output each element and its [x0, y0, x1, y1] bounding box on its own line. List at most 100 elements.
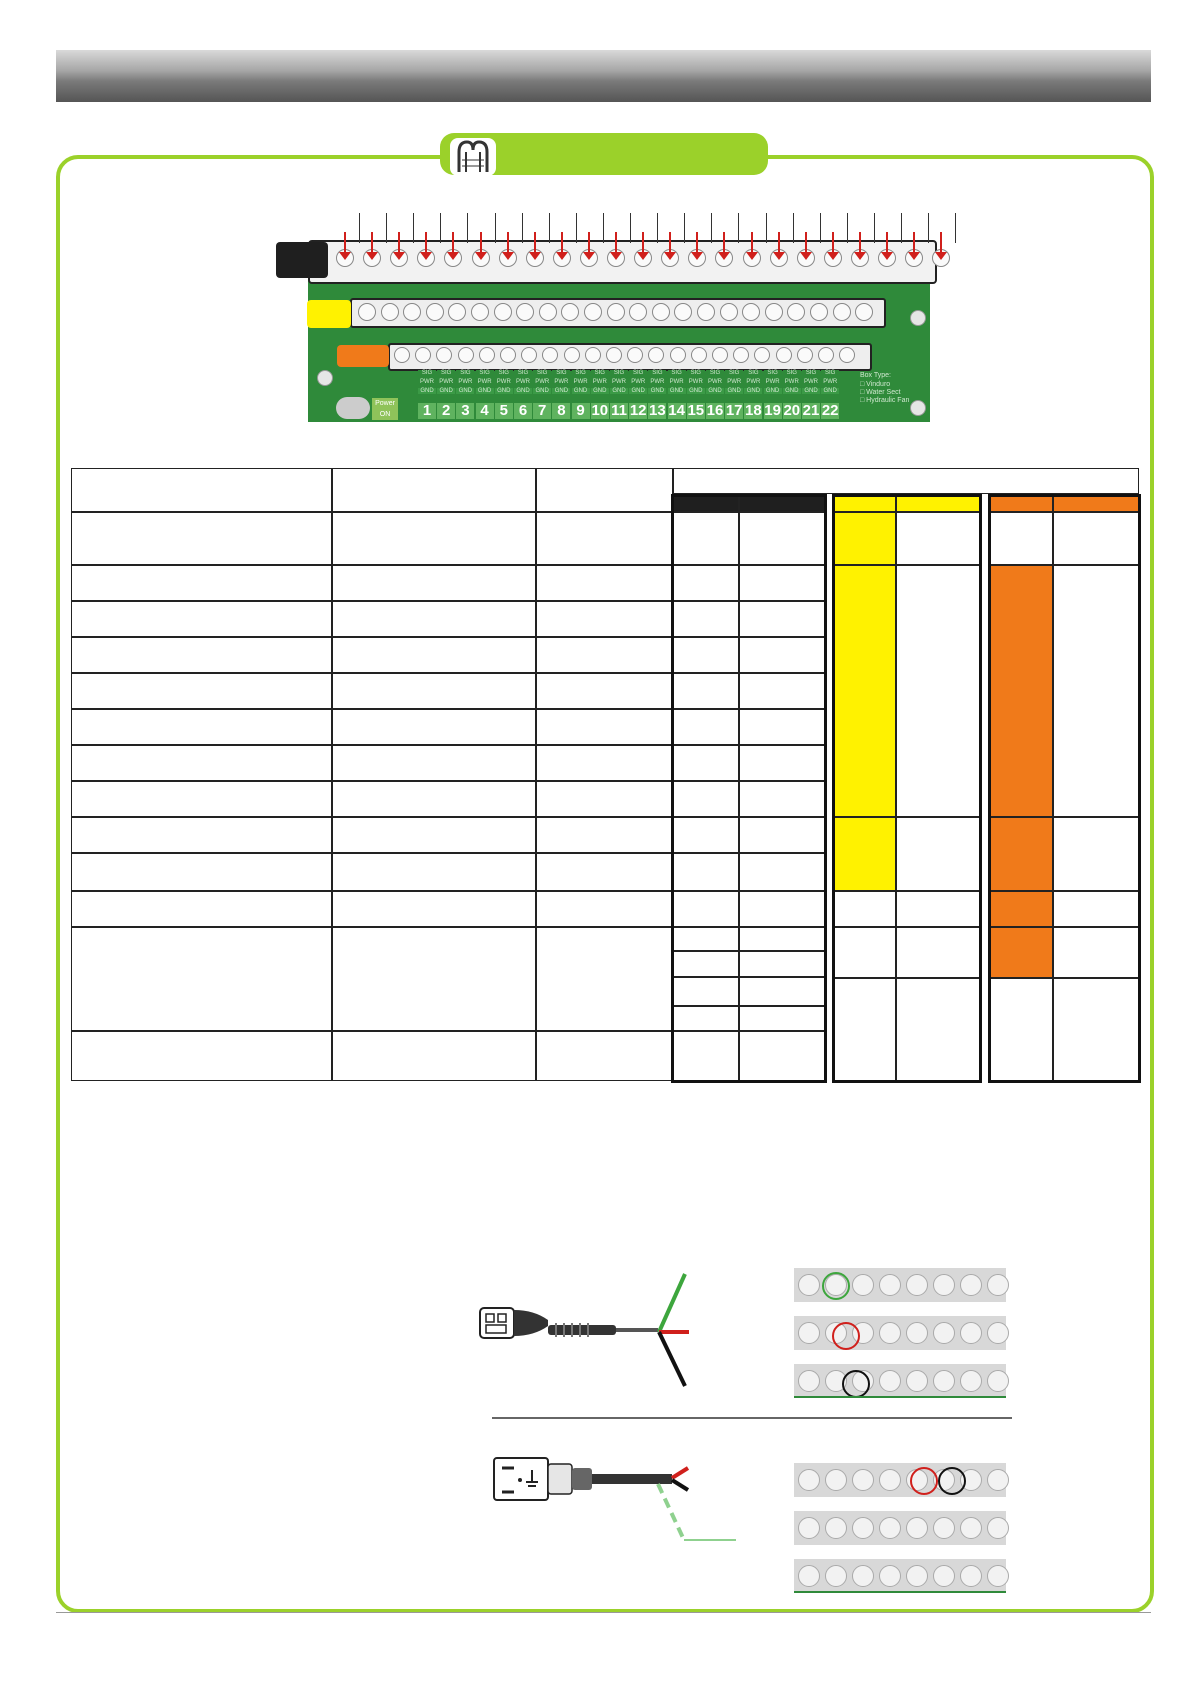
table-cell: [536, 709, 673, 745]
box-type-title: Box Type:: [860, 372, 892, 379]
terminal-row-label: SIG: [763, 370, 782, 376]
arrow-down-icon: [474, 232, 487, 260]
cable-sheath: [548, 1323, 658, 1337]
zone-number: 12: [629, 402, 648, 419]
arrow-down-icon: [610, 232, 622, 260]
board-edge: [794, 1396, 1006, 1398]
terminal-row-label: GND: [667, 388, 686, 394]
table-cell: [71, 745, 332, 781]
zone-number: 20: [782, 402, 801, 419]
terminal-hole: [960, 1274, 982, 1296]
table-cell: [536, 601, 673, 637]
terminal-row-label: SIG: [610, 370, 628, 376]
terminal-row-label: GND: [437, 388, 456, 394]
table-cell: [536, 927, 673, 1031]
terminal-hole: [906, 1322, 928, 1344]
arrow-down-icon: [826, 232, 839, 260]
table-cell: [71, 817, 332, 853]
table-cell: [536, 853, 673, 891]
terminal-row-label: PWR: [610, 379, 628, 385]
terminal-row-label: SIG: [706, 370, 724, 376]
zone-number: 17: [725, 402, 744, 419]
terminal-screw: [839, 347, 856, 363]
terminal-row-label: GND: [725, 388, 744, 394]
terminal-row-label: GND: [533, 388, 552, 394]
terminal-row-label: PWR: [802, 379, 820, 385]
terminal-row-label: PWR: [552, 379, 571, 385]
arrow-down-icon: [582, 232, 595, 260]
terminal-row-label: GND: [802, 388, 820, 394]
terminal-hole: [825, 1517, 847, 1539]
terminal-row-label: GND: [763, 388, 782, 394]
arrow-down-icon: [799, 232, 812, 260]
arrow-down-icon: [420, 232, 433, 260]
terminal-row-label: GND: [686, 388, 705, 394]
terminal-hole: [879, 1274, 901, 1296]
terminal-hole: [933, 1370, 955, 1392]
zone-number: 15: [686, 402, 705, 419]
terminal-hole: [852, 1469, 874, 1491]
terminal-hole: [933, 1565, 955, 1587]
terminal-screw: [690, 347, 707, 363]
leader-line: [955, 213, 957, 243]
terminal-hole: [987, 1274, 1009, 1296]
terminal-screw: [457, 347, 474, 363]
table-cell: [332, 512, 536, 565]
terminal-screw: [584, 303, 602, 321]
terminal-row-label: PWR: [686, 379, 705, 385]
table-cell: [332, 927, 536, 1031]
terminal-row-label: SIG: [648, 370, 667, 376]
terminal-hole: [798, 1469, 820, 1491]
table-cell: [332, 1031, 536, 1081]
terminal-screw: [796, 347, 813, 363]
terminal-screw: [712, 347, 728, 363]
zone-number: 6: [514, 403, 532, 419]
arrow-down-icon: [339, 232, 351, 260]
terminal-row-label: SIG: [667, 370, 686, 376]
leader-line: [819, 213, 821, 243]
table-cell: [332, 601, 536, 637]
leader-line: [494, 213, 496, 243]
zone-number: 11: [610, 402, 628, 419]
highlight-ring-black: [938, 1467, 966, 1495]
highlight-ring-black: [842, 1370, 870, 1398]
terminal-row-label: PWR: [782, 379, 801, 385]
arrow-down-icon: [935, 232, 948, 260]
header-bar: [56, 50, 1151, 102]
leader-line: [359, 213, 360, 243]
terminal-row-label: GND: [475, 388, 494, 394]
terminal-row-label: GND: [494, 388, 513, 394]
terminal-row-label: GND: [706, 388, 724, 394]
terminal-row-label: SIG: [552, 370, 571, 376]
terminal-screw: [516, 303, 535, 321]
table-cell: [71, 565, 332, 601]
terminal-screw: [674, 303, 693, 321]
table-cell: [332, 853, 536, 891]
box-type-option: □ Vinduro: [860, 381, 891, 388]
terminal-hole: [879, 1517, 901, 1539]
terminal-hole: [987, 1370, 1009, 1392]
leader-line: [873, 213, 875, 243]
leader-line: [738, 213, 740, 243]
zone-number: 10: [590, 402, 609, 419]
terminal-screw: [787, 303, 806, 321]
table-cell-orange: [990, 565, 1053, 817]
terminal-photo-sensor: [794, 1260, 1009, 1398]
leader-line: [630, 213, 631, 243]
terminal-row-label: PWR: [667, 379, 686, 385]
leader-line: [901, 213, 902, 243]
terminal-row-label: GND: [648, 388, 667, 394]
terminal-row-label: SIG: [456, 370, 475, 376]
terminal-hole: [879, 1370, 901, 1392]
table-group-outline: [832, 494, 982, 1083]
zone-number: 4: [475, 403, 494, 419]
terminal-row-label: SIG: [686, 370, 705, 376]
terminal-hole: [879, 1469, 901, 1491]
table-cell: [71, 468, 332, 512]
terminal-hole: [798, 1517, 820, 1539]
table-cell: [71, 891, 332, 927]
arrow-down-icon: [637, 232, 650, 260]
terminal-screw: [358, 303, 376, 321]
zone-number: 19: [763, 402, 782, 419]
arrow-down-icon: [853, 232, 866, 260]
